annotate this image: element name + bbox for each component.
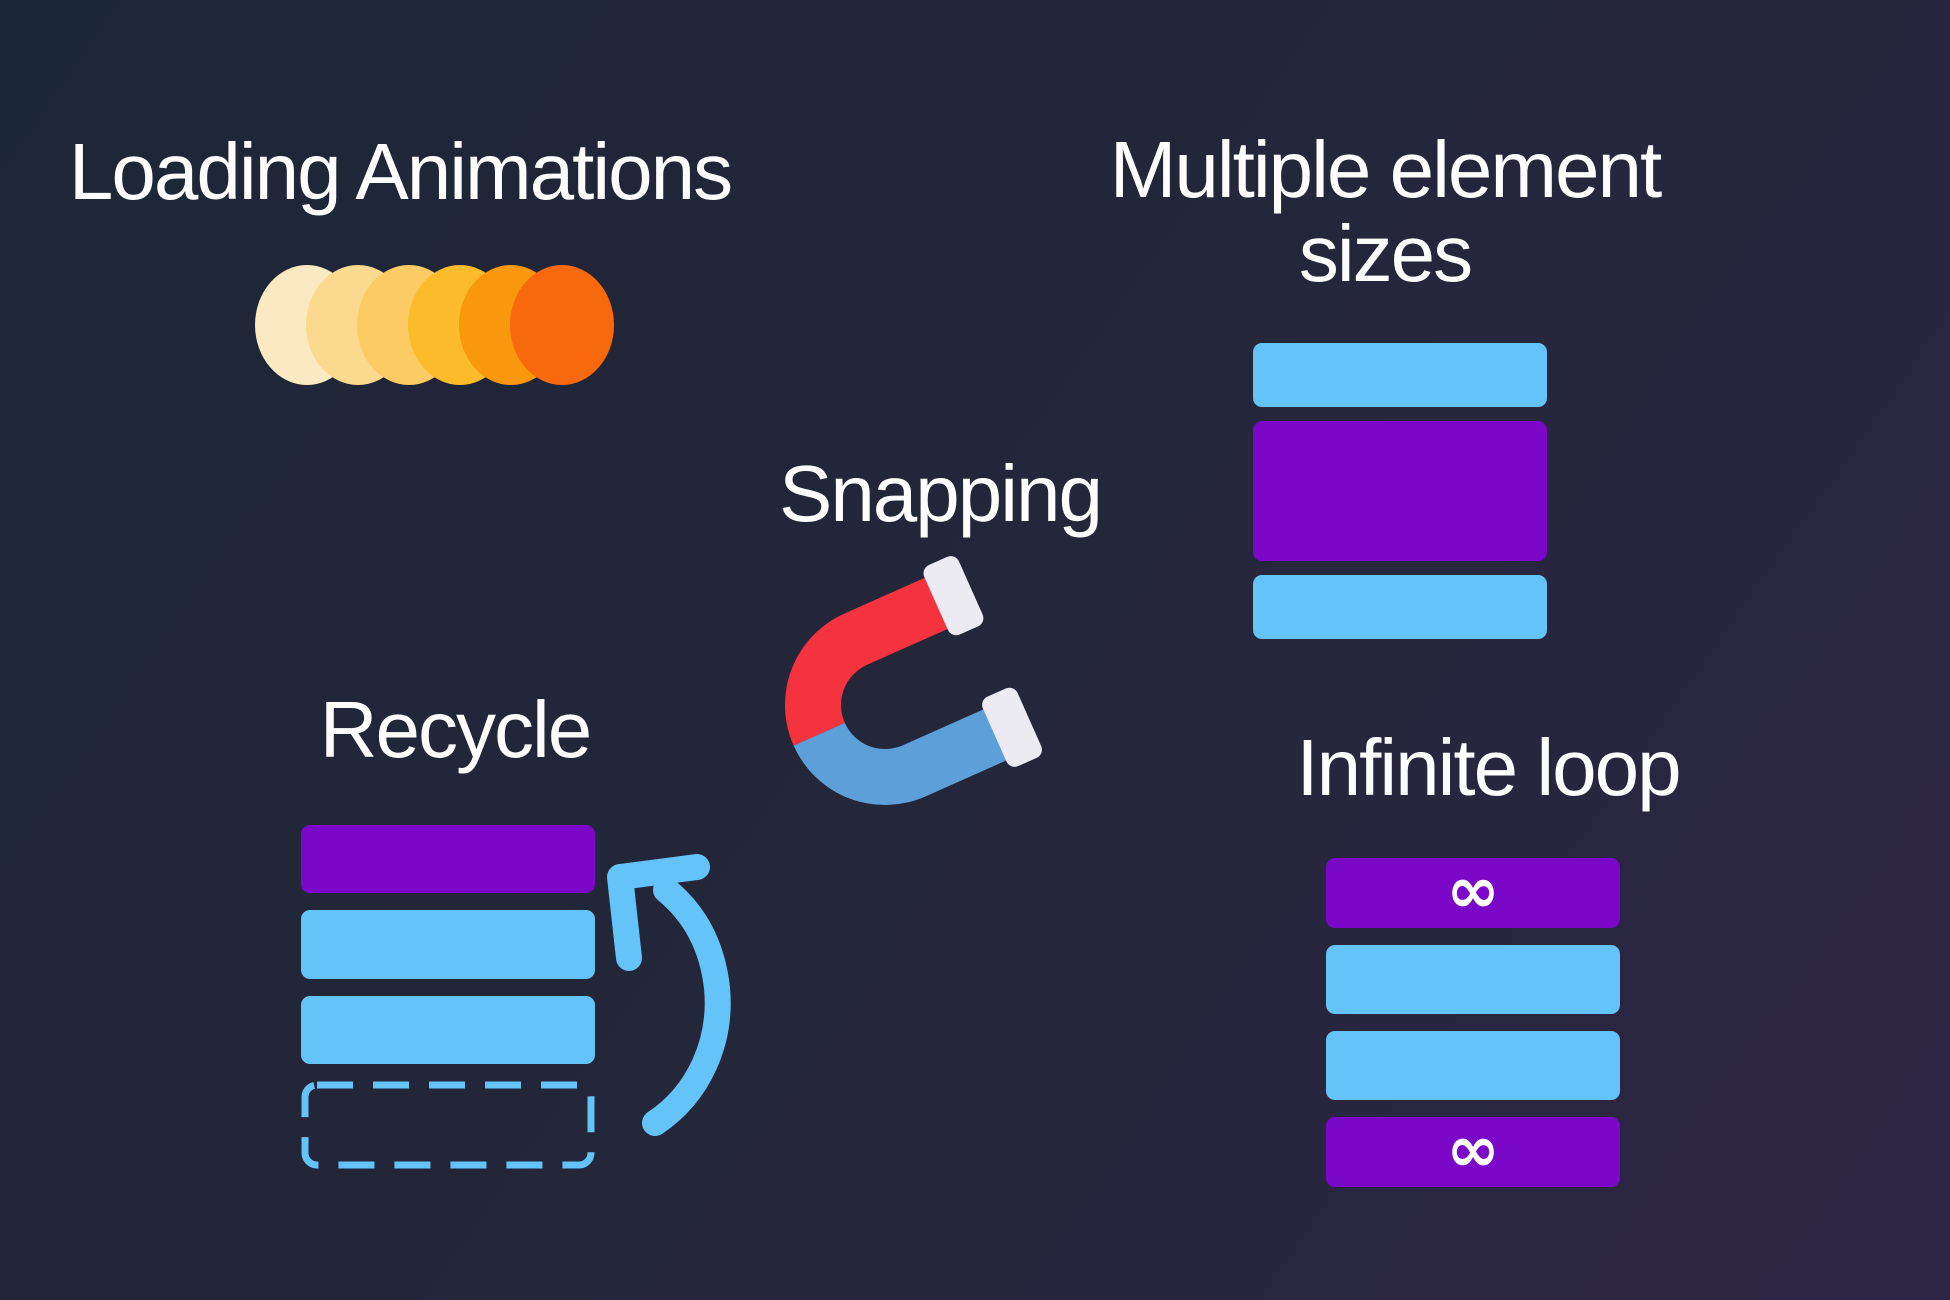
magnet-blue-arm	[793, 708, 1008, 805]
infinity-symbol: ∞	[1446, 1113, 1500, 1187]
purple-element-block: ∞	[1326, 1117, 1620, 1187]
blue-element-block	[1253, 575, 1547, 639]
recycle-stack	[301, 825, 595, 1169]
recycle-arrow-head	[607, 854, 710, 971]
purple-element-block	[1253, 421, 1547, 561]
infinite-loop-title: Infinite loop	[1296, 723, 1681, 812]
infinite-stack: ∞∞	[1326, 858, 1620, 1187]
dashed-placeholder-block	[301, 1081, 595, 1169]
purple-element-block: ∞	[1326, 858, 1620, 928]
loading-animations-title: Loading Animations	[68, 127, 733, 216]
sizes-stack	[1253, 343, 1547, 639]
blue-element-block	[1326, 945, 1620, 1014]
recycle-title: Recycle	[319, 685, 593, 774]
infinity-symbol: ∞	[1446, 854, 1500, 928]
recycle-arrow-body	[642, 877, 731, 1136]
loading-circle	[510, 265, 614, 385]
recycle-arrow-icon	[607, 854, 731, 1136]
magnet-icon	[785, 556, 1042, 805]
blue-element-block	[301, 996, 595, 1064]
magnet-tip-top-icon	[923, 556, 984, 636]
blue-element-block	[301, 910, 595, 979]
snapping-title: Snapping	[778, 449, 1103, 538]
loading-circles	[255, 265, 614, 385]
blue-element-block	[1253, 343, 1547, 407]
multiple-element-sizes-title: Multiple element sizes	[1109, 125, 1663, 298]
magnet-red-arm	[785, 577, 950, 746]
purple-element-block	[301, 825, 595, 893]
blue-element-block	[1326, 1031, 1620, 1100]
magnet-tip-bottom-icon	[982, 687, 1042, 767]
